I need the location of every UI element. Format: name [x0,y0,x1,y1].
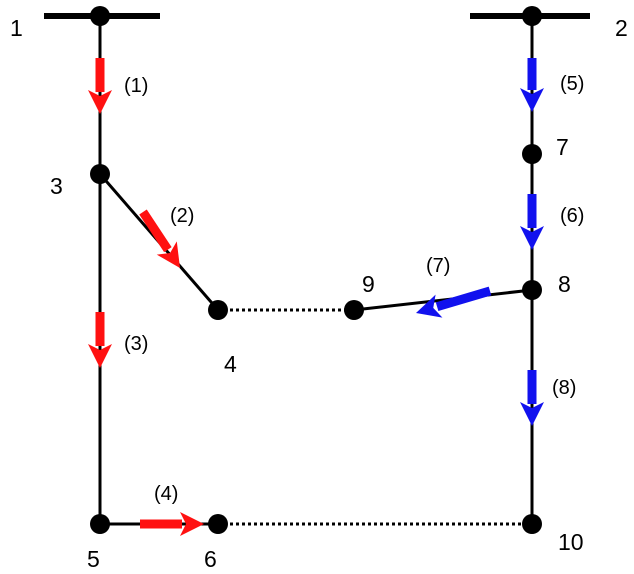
flow-arrow-head [180,512,204,536]
node-label-8: 8 [558,271,571,297]
node-2 [522,6,542,26]
flow-arrow-2 [139,209,180,268]
node-label-7: 7 [556,134,569,160]
branch-label-7: (7) [426,255,450,277]
node-10 [522,514,542,534]
flow-arrows [88,58,544,536]
node-label-6: 6 [204,546,217,572]
flow-arrow-8 [520,370,544,426]
node-label-3: 3 [50,173,63,199]
flow-arrow-head [88,90,112,114]
flow-arrow-7 [416,286,492,318]
flow-arrow-head [520,226,544,250]
branch-label-4: (4) [154,483,178,505]
node-label-1: 1 [10,15,23,41]
node-label-9: 9 [362,271,375,297]
node-3 [90,164,110,184]
branch-label-2: (2) [170,205,194,227]
node-label-5: 5 [87,546,100,572]
flow-arrow-4 [140,512,204,536]
flow-arrow-head [416,294,443,318]
flow-arrow-head [88,344,112,368]
flow-arrow-1 [88,58,112,114]
line-8-9 [353,288,533,312]
branch-label-6: (6) [560,205,584,227]
flow-arrow-shaft [435,286,492,312]
node-6 [208,514,228,534]
flow-arrow-head [156,241,180,268]
branch-label-5: (5) [560,73,584,95]
node-label-4: 4 [224,351,237,377]
node-5 [90,514,110,534]
node-9 [344,300,364,320]
node-8 [522,280,542,300]
node-4 [208,300,228,320]
flow-arrow-head [520,402,544,426]
flow-arrow-6 [520,194,544,250]
branch-label-1: (1) [124,75,148,97]
branch-label-3: (3) [124,333,148,355]
node-label-10: 10 [558,529,584,555]
node-1 [90,6,110,26]
branch-label-8: (8) [552,377,576,399]
flow-arrow-3 [88,312,112,368]
flow-arrow-5 [520,58,544,112]
flow-arrow-head [520,88,544,112]
node-label-2: 2 [615,15,628,41]
flow-arrow-shaft [139,209,172,253]
node-7 [522,144,542,164]
